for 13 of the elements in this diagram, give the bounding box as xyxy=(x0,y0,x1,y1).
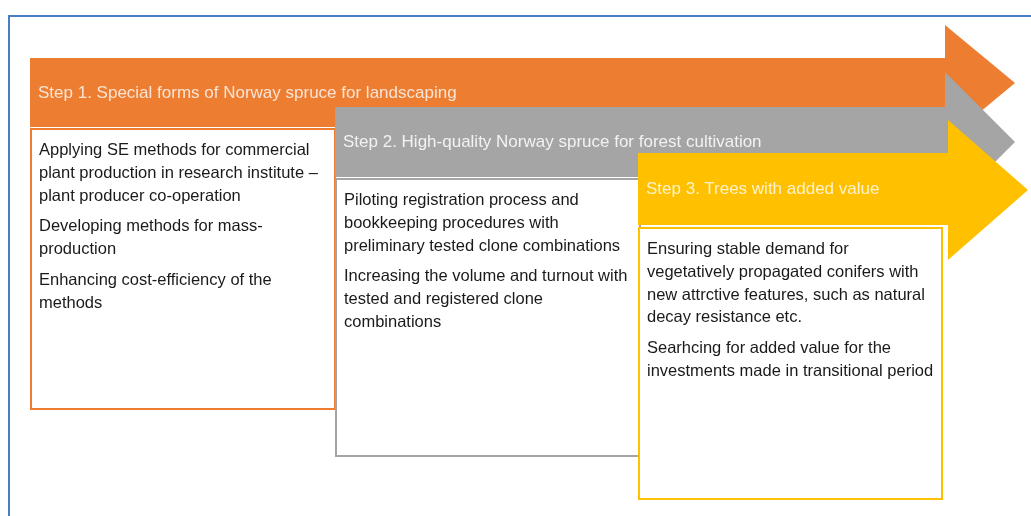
text-box xyxy=(335,178,641,457)
bullet-text: Piloting registration process and bookkeeping procedures with preliminary tested clone combinations xyxy=(344,189,622,256)
bullet-text: Enhancing cost-efficiency of the methods xyxy=(39,268,273,313)
text-box xyxy=(30,128,336,410)
bullet-text: Developing methods for mass-production xyxy=(39,215,264,260)
bullet-text: Ensuring stable demand for vegetatively propagated conifers with new attrctive features, such as natural decay resistance etc. xyxy=(647,238,926,328)
step-title: Step 3. Trees with added value xyxy=(646,178,880,200)
text-box xyxy=(638,227,943,500)
bullet-text: Increasing the volume and turnout with tested and registered clone combinations xyxy=(344,265,629,332)
bullet-text: Applying SE methods for commercial plant production in research institute – plant producer co-operation xyxy=(39,139,319,206)
step-title: Step 1. Special forms of Norway spruce for landscaping xyxy=(38,81,457,104)
step-title: Step 2. High-quality Norway spruce for forest cultivation xyxy=(343,131,762,153)
bullet-text: Searhcing for added value for the investments made in transitional period xyxy=(647,337,935,381)
